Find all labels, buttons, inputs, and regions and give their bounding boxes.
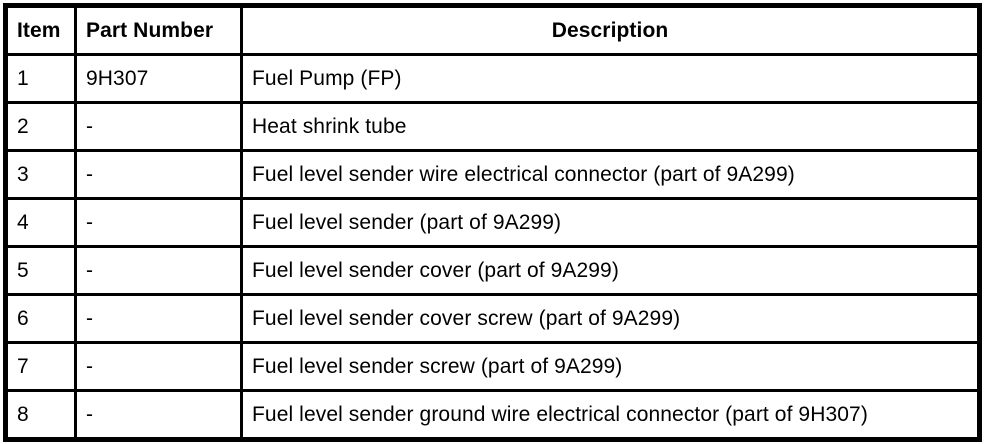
table-row: 3 - Fuel level sender wire electrical co…: [4, 149, 981, 200]
table-row: 8 - Fuel level sender ground wire electr…: [4, 389, 981, 441]
parts-table-container: Item Part Number Description 1 9H307 Fue…: [0, 3, 1008, 444]
table-row: 5 - Fuel level sender cover (part of 9A2…: [4, 245, 981, 296]
cell-part-number: -: [74, 293, 243, 344]
column-header-part-number: Part Number: [74, 4, 243, 56]
cell-description: Fuel level sender screw (part of 9A299): [240, 341, 981, 392]
cell-description: Heat shrink tube: [240, 101, 981, 152]
column-header-item: Item: [4, 4, 77, 56]
cell-item: 7: [4, 341, 77, 392]
cell-part-number: -: [74, 245, 243, 296]
cell-description: Fuel level sender wire electrical connec…: [240, 149, 981, 200]
cell-item: 2: [4, 101, 77, 152]
cell-item: 8: [4, 389, 77, 441]
cell-part-number: -: [74, 149, 243, 200]
cell-item: 4: [4, 197, 77, 248]
table-row: 4 - Fuel level sender (part of 9A299): [4, 197, 981, 248]
page: { "table": { "columns": ["Item", "Part N…: [0, 3, 1008, 444]
cell-description: Fuel level sender cover screw (part of 9…: [240, 293, 981, 344]
header-row: Item Part Number Description: [4, 4, 981, 56]
cell-description: Fuel level sender (part of 9A299): [240, 197, 981, 248]
cell-part-number: -: [74, 389, 243, 441]
table-row: 6 - Fuel level sender cover screw (part …: [4, 293, 981, 344]
cell-description: Fuel level sender ground wire electrical…: [240, 389, 981, 441]
cell-item: 5: [4, 245, 77, 296]
cell-description: Fuel Pump (FP): [240, 53, 981, 104]
cell-item: 1: [4, 53, 77, 104]
cell-part-number: 9H307: [74, 53, 243, 104]
cell-item: 6: [4, 293, 77, 344]
cell-part-number: -: [74, 341, 243, 392]
parts-table: Item Part Number Description 1 9H307 Fue…: [3, 3, 982, 442]
cell-part-number: -: [74, 197, 243, 248]
table-row: 2 - Heat shrink tube: [4, 101, 981, 152]
cell-item: 3: [4, 149, 77, 200]
column-header-description: Description: [240, 4, 981, 56]
cell-part-number: -: [74, 101, 243, 152]
cell-description: Fuel level sender cover (part of 9A299): [240, 245, 981, 296]
table-row: 1 9H307 Fuel Pump (FP): [4, 53, 981, 104]
table-row: 7 - Fuel level sender screw (part of 9A2…: [4, 341, 981, 392]
